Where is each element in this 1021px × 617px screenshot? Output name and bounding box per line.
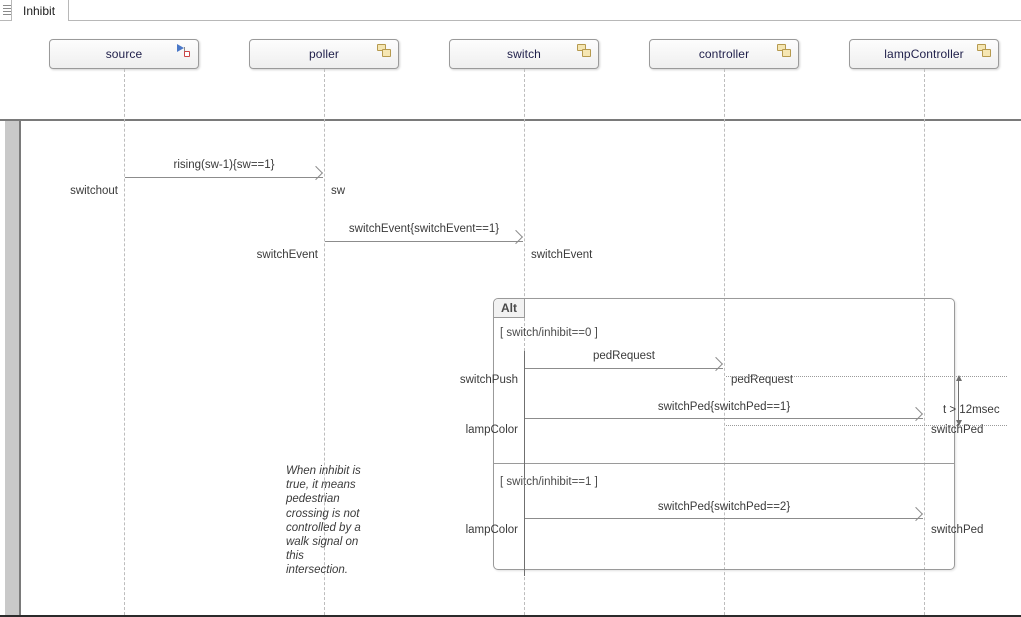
timing-mark-end bbox=[726, 425, 1007, 426]
port-label-switchevent-target: switchEvent bbox=[531, 249, 593, 261]
message-label-rising: rising(sw-1){sw==1} bbox=[173, 159, 275, 171]
bottom-separator bbox=[0, 615, 1021, 617]
message-arrow-switchevent[interactable] bbox=[325, 241, 523, 242]
message-arrow-switchped-2[interactable] bbox=[525, 518, 923, 519]
diagram-note[interactable]: When inhibit is true, it means pedestria… bbox=[286, 465, 361, 577]
port-label-switchped-1: switchPed bbox=[931, 424, 984, 436]
message-label-switchped-2: switchPed{switchPed==2} bbox=[657, 501, 791, 513]
fragment-guard-0: [ switch/inhibit==0 ] bbox=[500, 327, 598, 339]
lifeline-label-switch: switch bbox=[507, 47, 541, 61]
message-arrow-pedrequest[interactable] bbox=[525, 368, 723, 369]
port-label-sw: sw bbox=[331, 185, 346, 197]
fragment-operator-tab: Alt bbox=[494, 299, 525, 318]
lifeline-poller bbox=[324, 69, 325, 615]
lifeline-label-poller: poller bbox=[309, 47, 339, 61]
header-separator bbox=[0, 119, 1021, 121]
timing-duration-arrow bbox=[955, 375, 962, 426]
lifeline-label-controller: controller bbox=[698, 47, 750, 61]
message-arrow-switchped-1[interactable] bbox=[525, 418, 923, 419]
left-gutter-bar bbox=[5, 121, 21, 615]
lifeline-switch bbox=[524, 69, 525, 615]
lifeline-head-lampcontroller[interactable]: lampController bbox=[849, 39, 999, 69]
source-flow-icon bbox=[177, 44, 193, 60]
lifeline-head-source[interactable]: source bbox=[49, 39, 199, 69]
lifeline-head-switch[interactable]: switch bbox=[449, 39, 599, 69]
fragment-guard-1: [ switch/inhibit==1 ] bbox=[500, 476, 598, 488]
timing-mark-start bbox=[726, 376, 1007, 377]
sequence-diagram-canvas[interactable]: source poller switch controller lampCont bbox=[0, 21, 1021, 617]
lifeline-label-source: source bbox=[105, 47, 143, 61]
lifeline-head-poller[interactable]: poller bbox=[249, 39, 399, 69]
tab-label: Inhibit bbox=[23, 3, 56, 18]
component-icon bbox=[377, 44, 393, 60]
combined-fragment-alt[interactable]: Alt bbox=[493, 298, 955, 570]
tab-bar-empty-area bbox=[78, 0, 1021, 21]
lifeline-controller bbox=[724, 69, 725, 615]
port-label-switchevent-source: switchEvent bbox=[256, 249, 318, 261]
component-icon bbox=[577, 44, 593, 60]
lifeline-head-controller[interactable]: controller bbox=[649, 39, 799, 69]
port-label-switchpush: switchPush bbox=[459, 374, 518, 386]
tab-inhibit[interactable]: Inhibit bbox=[11, 0, 69, 21]
message-label-switchped-1: switchPed{switchPed==1} bbox=[657, 401, 791, 413]
fragment-operator-label: Alt bbox=[501, 301, 517, 315]
port-label-switchout: switchout bbox=[70, 185, 118, 197]
fragment-operand-divider bbox=[494, 463, 954, 464]
port-label-switchped-2: switchPed bbox=[931, 524, 984, 536]
component-icon bbox=[977, 44, 993, 60]
activation-switch bbox=[524, 351, 525, 576]
tab-bar: Inhibit bbox=[0, 0, 1021, 21]
lifeline-lampcontroller bbox=[924, 69, 925, 615]
component-icon bbox=[777, 44, 793, 60]
lifeline-label-lampcontroller: lampController bbox=[884, 47, 964, 61]
left-gutter-edge bbox=[0, 121, 5, 615]
drag-grip-icon[interactable] bbox=[2, 2, 12, 18]
message-arrow-rising[interactable] bbox=[125, 177, 323, 178]
message-label-switchevent: switchEvent{switchEvent==1} bbox=[348, 223, 500, 235]
lifeline-source bbox=[124, 69, 125, 615]
timing-constraint-label: t > 12msec bbox=[943, 404, 1000, 416]
port-label-lampcolor-1: lampColor bbox=[465, 424, 518, 436]
message-label-pedrequest: pedRequest bbox=[592, 350, 656, 362]
port-label-pedrequest: pedRequest bbox=[731, 374, 794, 386]
port-label-lampcolor-2: lampColor bbox=[465, 524, 518, 536]
